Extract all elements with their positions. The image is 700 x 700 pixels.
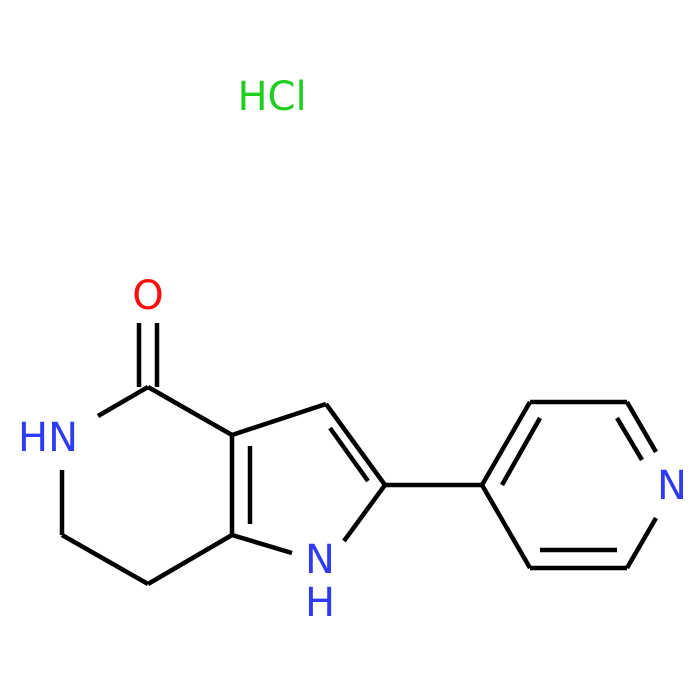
pyrrole-ring <box>231 401 387 556</box>
bond-n1-c7a <box>231 532 293 556</box>
bond-c4-c3a <box>146 385 234 437</box>
pyrrole-n-label: N <box>305 537 335 583</box>
bond-py-c3-n-inner <box>615 416 644 462</box>
lactam-ring <box>59 385 253 586</box>
bond-c7a-c7 <box>146 533 234 586</box>
bond-c3a-c3 <box>231 401 327 438</box>
pyridine-n-label: N <box>657 463 687 509</box>
bond-py-n-c5 <box>625 516 658 570</box>
bond-c3-c2 <box>324 402 387 487</box>
bond-c2-n1 <box>342 483 387 543</box>
bond-py-c6-c1 <box>480 483 532 570</box>
bond-c3-c2-inner <box>328 426 370 483</box>
oxygen-label: O <box>132 273 163 319</box>
bond-py-c1-c2-inner <box>500 416 542 487</box>
carbonyl-bond <box>136 323 160 387</box>
salt-label: HCl <box>237 74 306 120</box>
ring-nh-label: HN <box>18 415 78 461</box>
bond-py-c1-c2 <box>480 400 532 487</box>
bond-c7-c6 <box>60 533 150 586</box>
pyridine-ring <box>480 399 658 571</box>
bond-n5-c4 <box>96 385 150 418</box>
bond-py-c3-n <box>625 400 658 454</box>
pyrrole-h-label: H <box>305 580 335 626</box>
